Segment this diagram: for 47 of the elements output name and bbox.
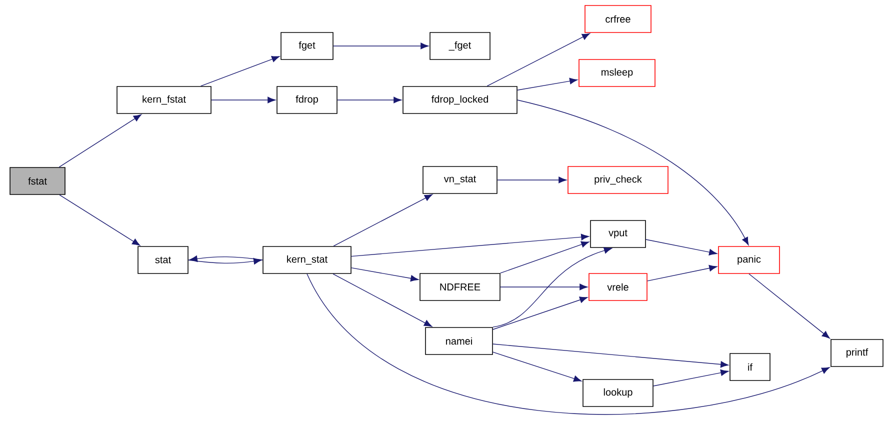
- function-box: NDFREE: [420, 273, 500, 301]
- arrow: [333, 194, 433, 246]
- arrow: [517, 100, 749, 246]
- function-box: vn_stat: [422, 166, 498, 194]
- arrow: [332, 274, 432, 327]
- function-box: fstat: [10, 167, 66, 195]
- function-box: _fget: [430, 32, 490, 60]
- arrow: [497, 176, 567, 184]
- arrow: [492, 296, 588, 330]
- arrow: [492, 247, 612, 328]
- arrow: [306, 274, 830, 415]
- function-box: kern_fstat: [116, 86, 212, 114]
- function-box: fdrop: [276, 86, 338, 114]
- function-box: namei: [425, 327, 493, 355]
- function-box: priv_check: [568, 166, 668, 194]
- arrow: [58, 114, 142, 168]
- function-box: vrele: [588, 273, 648, 301]
- function-box: kern_stat: [262, 246, 352, 274]
- function-box: fdrop_locked: [402, 86, 518, 114]
- arrow: [59, 194, 140, 246]
- arrow: [500, 284, 588, 290]
- arrow: [188, 258, 262, 264]
- arrow: [492, 352, 582, 382]
- arrow: [351, 234, 590, 257]
- arrow: [646, 239, 718, 256]
- arrow: [337, 96, 402, 104]
- function-box: stat: [138, 246, 188, 274]
- function-box: fget: [280, 32, 334, 60]
- arrow: [333, 42, 429, 50]
- function-box: if: [730, 353, 770, 381]
- arrow: [500, 241, 590, 274]
- arrow: [647, 264, 718, 282]
- function-box: crfree: [584, 5, 652, 33]
- function-box: vput: [590, 220, 646, 248]
- arrow: [748, 274, 830, 339]
- function-box: printf: [830, 339, 884, 367]
- arrow: [351, 267, 419, 282]
- function-box: lookup: [582, 379, 654, 407]
- arrow: [200, 56, 280, 86]
- function-box: panic: [718, 246, 780, 274]
- arrow: [492, 344, 729, 368]
- arrow: [189, 256, 263, 262]
- arrow: [653, 370, 729, 386]
- arrow: [517, 78, 578, 90]
- arrow: [211, 96, 276, 104]
- arrow: [486, 33, 590, 86]
- function-box: msleep: [578, 59, 656, 87]
